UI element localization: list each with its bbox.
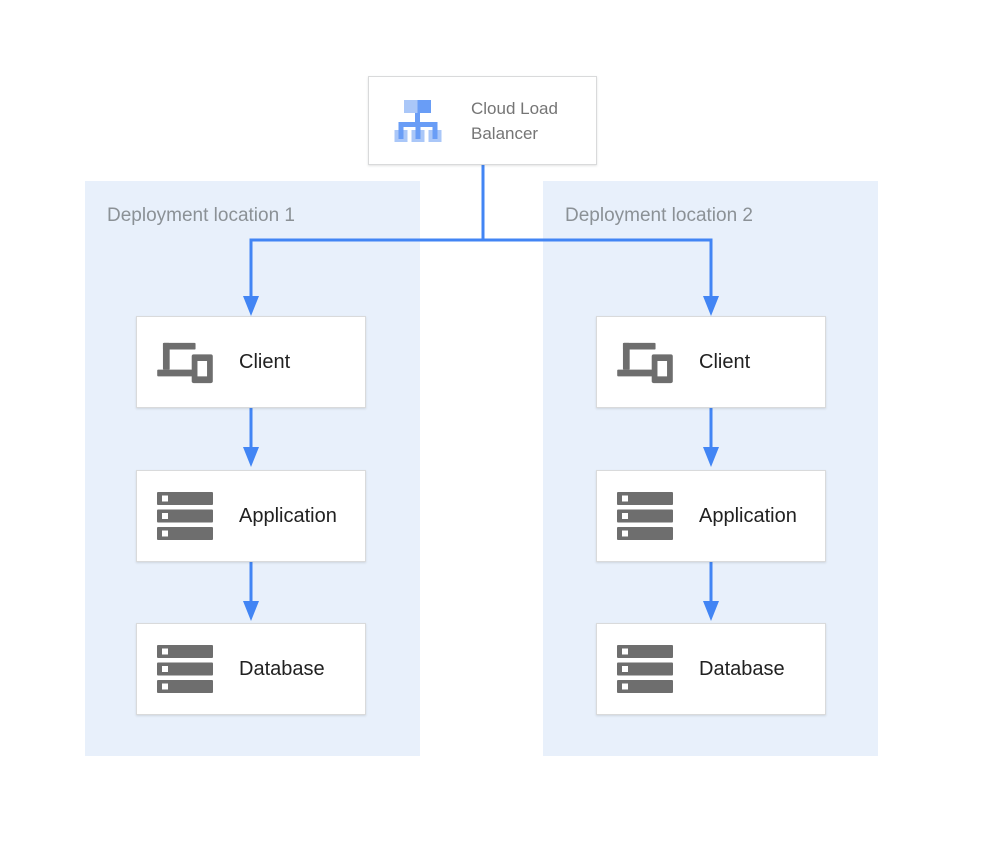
node-application-2: Application	[596, 470, 826, 562]
devices-icon	[156, 339, 214, 385]
node-cloud-load-balancer: Cloud Load Balancer	[368, 76, 597, 165]
node-database-1: Database	[136, 623, 366, 715]
node-label: Application	[239, 504, 337, 527]
server-stack-icon	[156, 492, 214, 540]
node-database-2: Database	[596, 623, 826, 715]
node-label: Cloud Load Balancer	[471, 98, 558, 143]
region-label: Deployment location 1	[107, 205, 295, 226]
node-label: Client	[699, 350, 751, 373]
server-stack-icon	[156, 645, 214, 693]
devices-icon	[616, 339, 674, 385]
node-label: Database	[699, 657, 785, 680]
server-stack-icon	[616, 492, 674, 540]
load-balancer-icon	[389, 97, 447, 145]
server-stack-icon	[616, 645, 674, 693]
node-label: Client	[239, 350, 291, 373]
node-application-1: Application	[136, 470, 366, 562]
node-client-1: Client	[136, 316, 366, 408]
node-label: Application	[699, 504, 797, 527]
node-client-2: Client	[596, 316, 826, 408]
region-label: Deployment location 2	[565, 205, 753, 226]
node-label: Database	[239, 657, 325, 680]
